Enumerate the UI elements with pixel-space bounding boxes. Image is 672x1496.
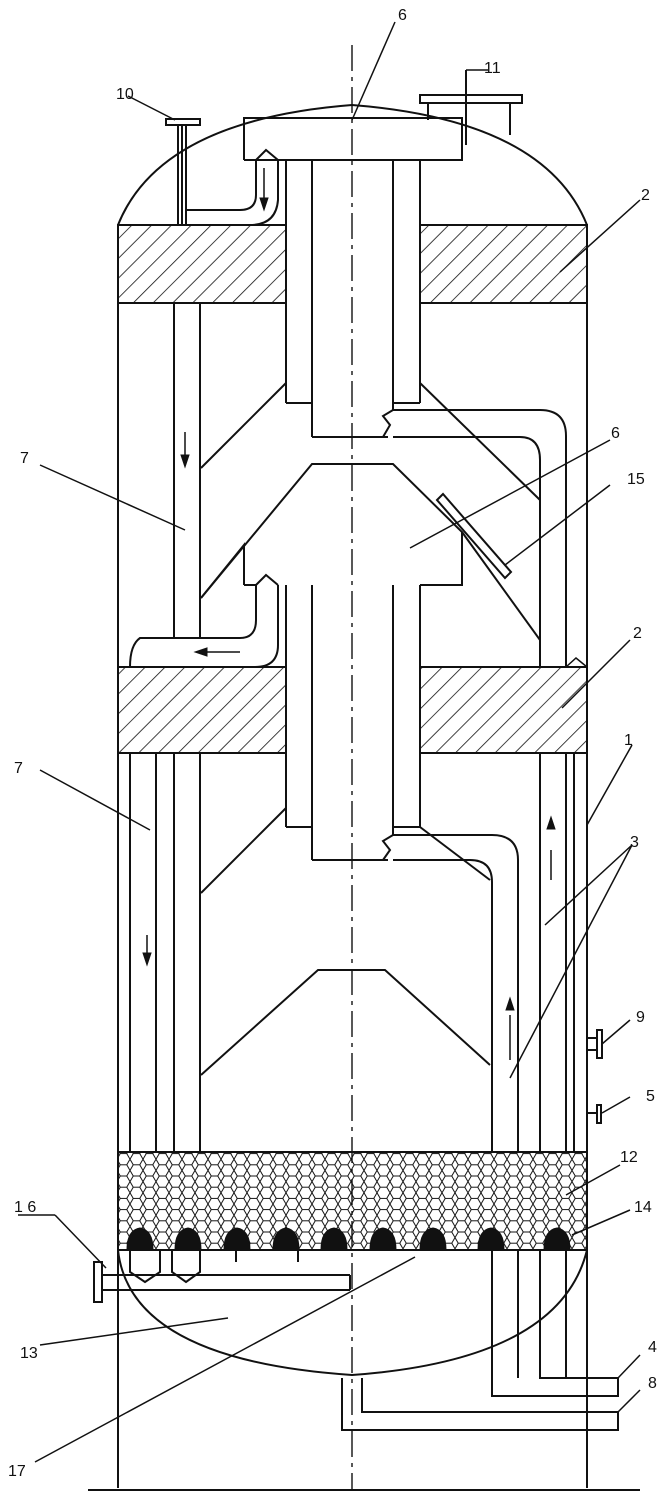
- label-14: 14: [634, 1199, 652, 1216]
- upper-right-riser: [393, 409, 588, 668]
- top-valve: [165, 118, 201, 225]
- upper-tube-sheet: [117, 224, 588, 304]
- label-3: 3: [630, 834, 639, 851]
- vessel-shell: [88, 103, 640, 1491]
- upper-cone: [200, 382, 541, 861]
- side-nozzles: [587, 1029, 603, 1124]
- label-4: 4: [648, 1339, 657, 1356]
- label-8: 8: [648, 1375, 657, 1392]
- top-nozzle: [419, 70, 523, 145]
- label-13: 13: [20, 1345, 38, 1362]
- label-7-upper: 7: [20, 450, 29, 467]
- label-11: 11: [484, 60, 501, 77]
- bottom-outlets: [341, 1250, 619, 1431]
- lower-cone: [200, 807, 491, 1076]
- label-6-mid: 6: [611, 425, 620, 442]
- bottom-inlet: [93, 1250, 351, 1303]
- part-labels: 6 10 11 2 6 15 7 2 1 7 3 9 5 12 14 1 6 1…: [8, 7, 657, 1480]
- label-2-top: 2: [641, 187, 650, 204]
- label-1: 1: [624, 732, 633, 749]
- flow-arrows: [142, 168, 556, 1060]
- label-16: 1 6: [14, 1199, 36, 1216]
- label-7-lower: 7: [14, 760, 23, 777]
- label-5: 5: [646, 1088, 655, 1105]
- label-10: 10: [116, 86, 134, 103]
- label-2-mid: 2: [633, 625, 642, 642]
- sight-glass: [435, 492, 513, 580]
- label-6-top: 6: [398, 7, 407, 24]
- label-17: 17: [8, 1463, 26, 1480]
- lower-right-riser: [393, 753, 575, 1152]
- label-9: 9: [636, 1009, 645, 1026]
- top-header: [186, 117, 463, 438]
- upper-left-downcomer: [129, 303, 279, 668]
- lower-left-downcomer: [129, 753, 201, 1152]
- label-15: 15: [627, 471, 645, 488]
- label-12: 12: [620, 1149, 638, 1166]
- leader-lines: [18, 21, 641, 1463]
- bubble-caps: [126, 1227, 571, 1251]
